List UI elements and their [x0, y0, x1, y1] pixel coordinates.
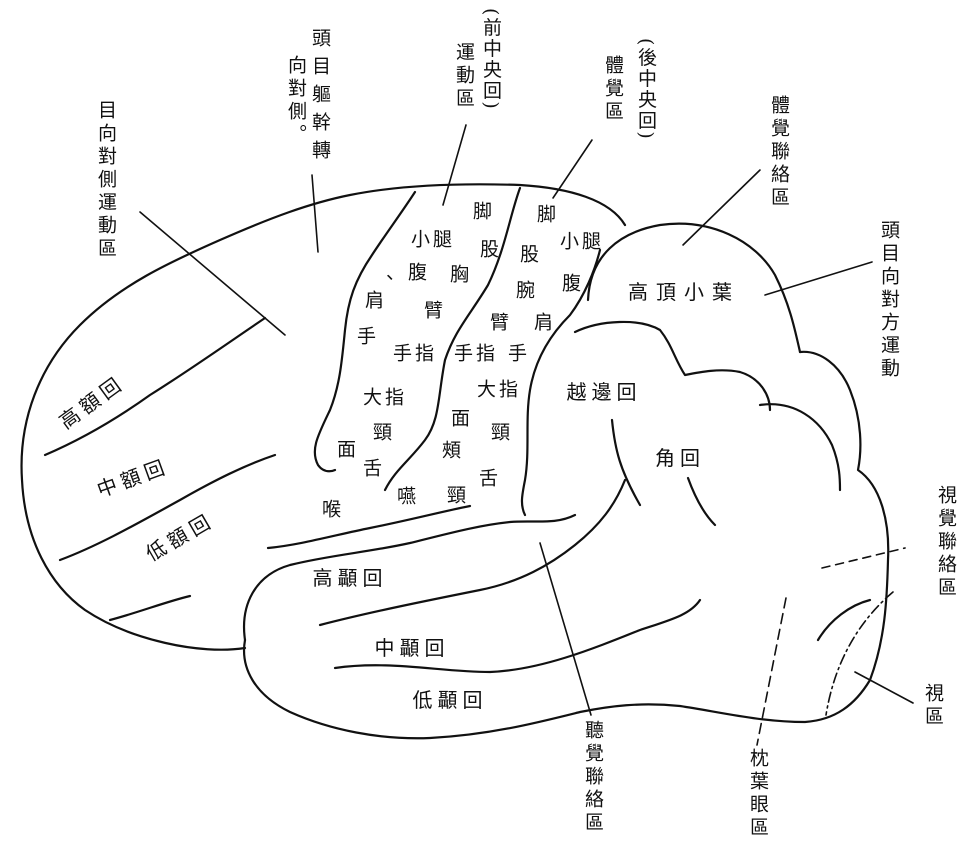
motor-larynx: 喉	[321, 498, 345, 521]
label-occipital-eye-field: 枕葉眼區	[747, 748, 769, 840]
motor-shoulder: 肩	[364, 289, 388, 312]
leader-auditory	[539, 542, 592, 716]
intraparietal-sulcus	[573, 320, 772, 412]
label-supramarginal-gyrus: 越邊回	[566, 380, 642, 404]
motor-chest: 胸	[449, 263, 473, 286]
label-head-eye-opposite-motion: 頭目向對方運動	[878, 220, 900, 381]
label-visual-area: 視區	[922, 683, 944, 729]
label-inferior-temporal-gyrus: 低顳回	[412, 688, 488, 712]
visual-area-boundary	[825, 591, 894, 716]
inferior-temporal-sulcus	[333, 598, 702, 674]
motor-face: 面	[336, 438, 360, 461]
motor-fingers: 手指	[392, 342, 438, 365]
label-postcentral-gyrus: (後中央回)	[635, 38, 657, 141]
motor-foot: 脚	[472, 200, 496, 223]
precentral-sulcus	[313, 190, 417, 473]
motor-lower-leg: 小腿	[410, 228, 456, 251]
superior-frontal-sulcus	[43, 316, 267, 457]
label-auditory-association: 聽覺聯絡區	[582, 720, 604, 835]
label-eye-opposite-motor: 目向對側運動區	[95, 100, 117, 261]
label-visual-association: 視覺聯絡區	[935, 485, 957, 600]
leader-somatosensory	[552, 139, 593, 199]
label-head-eye-trunk-line2: 向對側。	[285, 55, 307, 147]
superior-temporal-sulcus	[318, 478, 627, 627]
sensory-abdomen: 腹	[561, 272, 585, 295]
sensory-foot: 脚	[536, 203, 560, 226]
label-precentral-gyrus: (前中央回)	[480, 8, 502, 111]
parietal-lobule-outline	[586, 222, 802, 354]
motor-neck: 頸	[372, 421, 396, 444]
sensory-arm: 臂	[489, 311, 513, 334]
central-sulcus	[383, 186, 522, 492]
label-somatosensory-association: 體覺聯絡區	[768, 95, 790, 210]
angular-sulcus	[686, 476, 717, 527]
frontal-outline	[20, 183, 627, 651]
lateral-fissure	[243, 513, 577, 642]
sensory-lower-leg: 小腿	[559, 230, 605, 253]
label-superior-temporal-gyrus: 高顳回	[312, 566, 388, 590]
sensory-fingers: 手指	[453, 342, 499, 365]
label-head-eye-trunk-line1: 頭目軀幹轉	[309, 28, 331, 168]
occipital-eye-field-pointer	[756, 597, 787, 746]
occipital-sulcus	[758, 403, 842, 492]
leader-eye-motor	[139, 211, 286, 336]
sensory-thigh: 股	[519, 243, 543, 266]
sensory-cheek: 頰	[441, 439, 465, 462]
leader-motor-area	[442, 124, 467, 206]
frontal-short-sulcus	[108, 594, 192, 622]
inferior-frontal-sulcus	[58, 453, 277, 562]
label-angular-gyrus: 角回	[655, 446, 705, 470]
motor-swallow: 嚥	[396, 485, 420, 508]
label-somatosensory-area: 體覺區	[602, 55, 624, 124]
occipital-inner-curve	[816, 598, 872, 642]
sensory-wrist: 腕	[515, 279, 539, 302]
label-middle-temporal-gyrus: 中顳回	[374, 636, 450, 660]
sensory-neck: 頸	[490, 421, 514, 444]
sensory-shoulder: 肩	[533, 311, 557, 334]
sensory-throat: 頸	[446, 484, 470, 507]
motor-abdomen: 、腹	[385, 261, 431, 284]
sensory-thumb: 大指	[476, 378, 522, 401]
postcentral-sulcus	[520, 248, 602, 517]
leader-visual-area	[854, 671, 914, 704]
supramarginal-sulcus	[610, 418, 642, 507]
label-motor-area: 運動區	[453, 42, 475, 111]
motor-thumb: 大指	[362, 386, 408, 409]
visual-association-pointer	[821, 547, 906, 569]
sensory-hand: 手	[507, 342, 531, 365]
leader-head-eye-trunk	[311, 174, 319, 253]
leader-head-eye-motion	[764, 261, 873, 296]
lower-precentral-edge	[266, 504, 472, 550]
label-superior-parietal-lobule: 高頂小葉	[628, 280, 740, 304]
sensory-tongue: 舌	[478, 467, 502, 490]
motor-arm: 臂	[423, 299, 447, 322]
motor-hand: 手	[356, 325, 380, 348]
motor-tongue: 舌	[362, 457, 386, 480]
sensory-face: 面	[450, 407, 474, 430]
motor-thigh: 股	[479, 238, 503, 261]
occipital-temporal-outline	[243, 350, 890, 740]
leader-somatosensory-association	[682, 169, 761, 246]
